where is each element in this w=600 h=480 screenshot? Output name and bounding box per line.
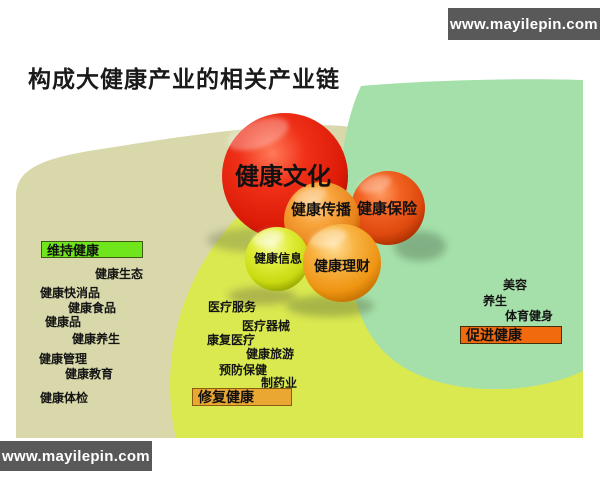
zone-item: 健康食品 xyxy=(68,301,117,315)
zone-header-maintain-health: 维持健康 xyxy=(41,241,143,258)
shadow xyxy=(228,287,296,305)
highlight xyxy=(309,228,347,248)
zone-item: 康复医疗 xyxy=(207,333,256,347)
watermark-bar-top: www.mayilepin.com xyxy=(448,8,600,40)
zone-header-promote-health: 促进健康 xyxy=(460,326,562,344)
bubble-label-health-culture: 健康文化 xyxy=(235,163,331,191)
zone-item: 体育健身 xyxy=(505,309,554,323)
zone-header-repair-health: 修复健康 xyxy=(192,388,292,406)
zone-item: 制药业 xyxy=(261,376,298,390)
zone-item: 健康快消品 xyxy=(40,286,101,300)
zone-item: 健康旅游 xyxy=(246,347,295,361)
highlight xyxy=(358,175,392,193)
highlight xyxy=(227,117,289,151)
bubble-label-health-information: 健康信息 xyxy=(253,251,303,266)
zone-item: 美容 xyxy=(503,278,528,292)
zone-item: 健康教育 xyxy=(65,367,114,381)
zone-item: 健康生态 xyxy=(95,267,144,281)
zone-item: 健康体检 xyxy=(40,391,89,405)
zone-item: 养生 xyxy=(483,294,508,308)
zone-item: 医疗器械 xyxy=(242,319,291,333)
zone-item: 医疗服务 xyxy=(208,300,257,314)
zone-item: 健康管理 xyxy=(39,352,88,366)
zone-item: 健康养生 xyxy=(72,332,121,346)
highlight xyxy=(293,187,327,205)
watermark-url: www.mayilepin.com xyxy=(2,447,150,465)
watermark-bar-bottom: www.mayilepin.com xyxy=(0,441,152,471)
zone-item: 健康品 xyxy=(45,315,82,329)
page-title: 构成大健康产业的相关产业链 xyxy=(28,66,340,92)
bubble-label-health-finance: 健康理财 xyxy=(314,258,370,274)
bubble-label-health-insurance: 健康保险 xyxy=(356,200,418,218)
highlight xyxy=(252,229,284,247)
watermark-url: www.mayilepin.com xyxy=(450,15,598,33)
bubble-label-health-communication: 健康传播 xyxy=(290,201,352,219)
region-promote-green xyxy=(340,79,583,390)
zone-item: 预防保健 xyxy=(219,363,268,377)
